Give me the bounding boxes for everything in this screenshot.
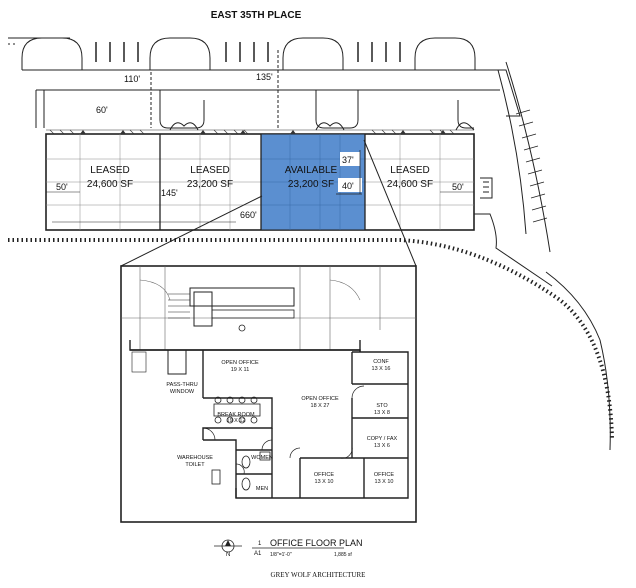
room-warehouse-toilet-2: TOILET (185, 462, 205, 468)
room-copy-fax: COPY / FAX (367, 436, 398, 442)
room-open-office-top-size: 19 X 11 (231, 367, 250, 373)
drawing-title: OFFICE FLOOR PLAN (270, 538, 363, 548)
dim-50-right: 50' (452, 182, 464, 192)
unit-1-status: LEASED (90, 165, 129, 176)
room-women: WOMEN (251, 455, 273, 461)
room-open-office-main: OPEN OFFICE (301, 396, 339, 402)
site-plan: EAST 35TH PLACE 110' 135' 60' (8, 10, 614, 451)
unit-4-area: 24,600 SF (387, 179, 433, 190)
dim-40: 40' (342, 181, 354, 191)
drawing-number: 1 (258, 541, 262, 547)
north-label: N (226, 552, 230, 558)
dim-660: 660' (240, 210, 257, 220)
dim-60: 60' (96, 105, 108, 115)
unit-3-status: AVAILABLE (285, 165, 338, 176)
room-sto-size: 13 X 8 (374, 410, 390, 416)
room-break-room: BREAK ROOM (217, 412, 255, 418)
room-office-right-size: 13 X 10 (375, 479, 394, 485)
room-break-room-size: 19 X 12 (227, 418, 246, 424)
label-window: WINDOW (170, 389, 195, 395)
dim-50-left: 50' (56, 182, 68, 192)
room-warehouse-toilet: WAREHOUSE (177, 455, 213, 461)
dim-135: 135' (256, 72, 273, 82)
dim-110: 110' (124, 74, 140, 84)
unit-2-status: LEASED (190, 165, 229, 176)
room-office-left: OFFICE (314, 472, 334, 478)
room-men: MEN (256, 486, 268, 492)
room-copy-fax-size: 13 X 6 (374, 443, 390, 449)
parking-islands (21, 37, 476, 70)
break-room-furniture (213, 396, 261, 424)
column-grid (46, 134, 474, 230)
dim-37: 37' (342, 155, 354, 165)
unit-3-area: 23,200 SF (288, 179, 334, 190)
unit-4-status: LEASED (390, 165, 429, 176)
room-office-left-size: 13 X 10 (315, 479, 334, 485)
room-conf-size: 13 X 16 (372, 366, 391, 372)
dim-145: 145' (161, 188, 178, 198)
room-sto: STO (376, 403, 388, 409)
drawing-area: 1,885 sf (334, 552, 352, 558)
office-floor-plan: OPEN OFFICE 19 X 11 OPEN OFFICE 18 X 27 … (120, 265, 417, 523)
title-block: N 1 A1 OFFICE FLOOR PLAN 1/8"=1'-0" 1,88… (214, 538, 365, 579)
drawing-scale: 1/8"=1'-0" (270, 552, 292, 558)
unit-2-area: 23,200 SF (187, 179, 233, 190)
room-office-right: OFFICE (374, 472, 394, 478)
label-pass-thru: PASS-THRU (166, 382, 197, 388)
street-name: EAST 35TH PLACE (211, 10, 302, 21)
unit-1-area: 24,600 SF (87, 179, 133, 190)
storefront-canopy (46, 129, 474, 135)
room-open-office-main-size: 18 X 27 (311, 403, 330, 409)
room-open-office-top: OPEN OFFICE (221, 360, 259, 366)
architect-name: GREY WOLF ARCHITECTURE (271, 571, 366, 579)
room-conf: CONF (373, 359, 389, 365)
sheet-number: A1 (254, 551, 262, 557)
